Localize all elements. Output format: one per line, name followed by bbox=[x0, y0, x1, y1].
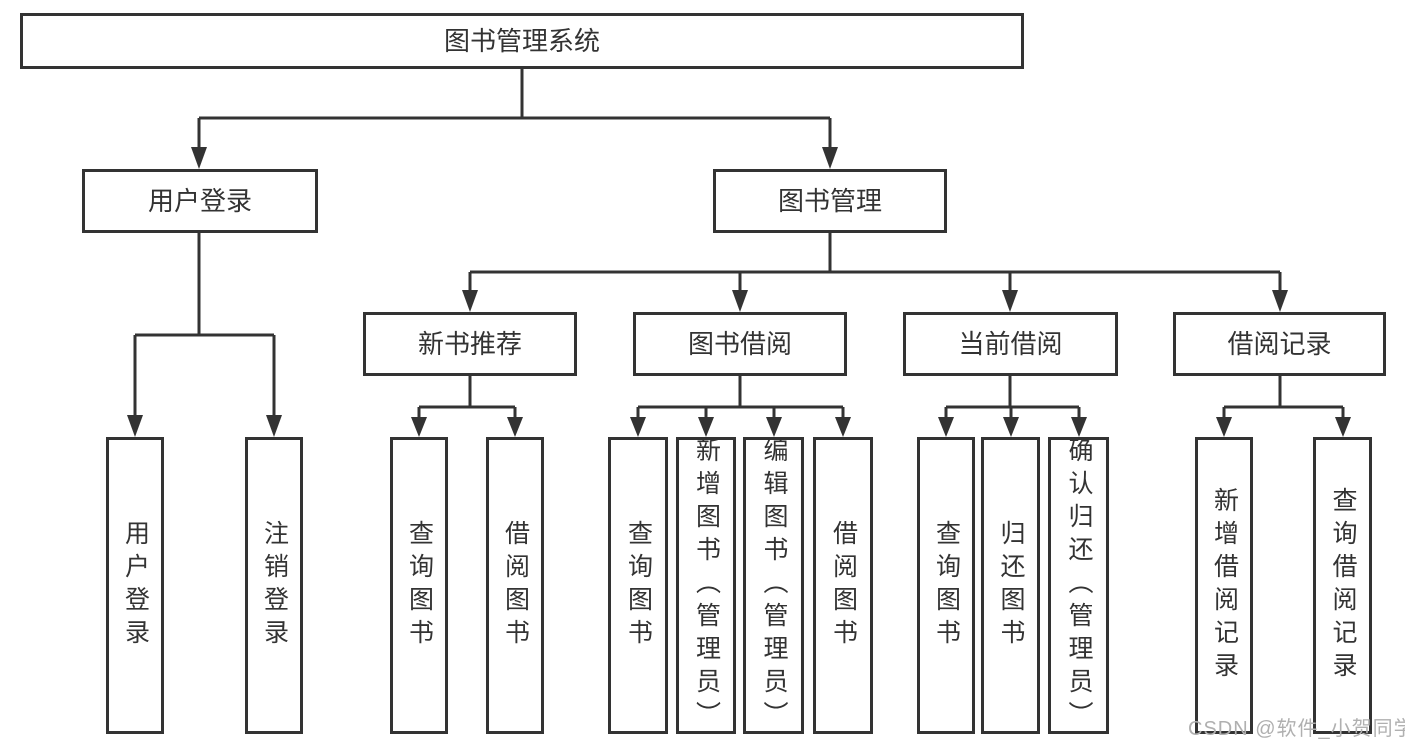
leaf-edit-books-admin: 编辑图书（管理员） bbox=[743, 437, 804, 734]
leaf-return-books: 归还图书 bbox=[981, 437, 1040, 734]
leaf-borrow-books: 借阅图书 bbox=[813, 437, 873, 734]
node-user-login: 用户登录 bbox=[82, 169, 318, 233]
leaf-add-books-admin: 新增图书（管理员） bbox=[676, 437, 736, 734]
leaf-query-books: 查询图书 bbox=[917, 437, 975, 734]
node-book-management: 图书管理 bbox=[713, 169, 947, 233]
leaf-user-login: 用户登录 bbox=[106, 437, 164, 734]
leaf-confirm-return-admin: 确认归还（管理员） bbox=[1048, 437, 1109, 734]
node-borrowing-records: 借阅记录 bbox=[1173, 312, 1386, 376]
csdn-watermark: CSDN @软件_小贺同学 bbox=[1188, 718, 1405, 740]
node-current-borrowing: 当前借阅 bbox=[903, 312, 1118, 376]
leaf-logout-login: 注销登录 bbox=[245, 437, 303, 734]
node-library-management-system: 图书管理系统 bbox=[20, 13, 1024, 69]
leaf-query-borrow-record: 查询借阅记录 bbox=[1313, 437, 1372, 734]
leaf-borrow-books: 借阅图书 bbox=[486, 437, 544, 734]
node-book-borrowing: 图书借阅 bbox=[633, 312, 847, 376]
leaf-query-books: 查询图书 bbox=[390, 437, 448, 734]
leaf-query-books: 查询图书 bbox=[608, 437, 668, 734]
node-new-book-recommendation: 新书推荐 bbox=[363, 312, 577, 376]
leaf-add-borrow-record: 新增借阅记录 bbox=[1195, 437, 1253, 734]
